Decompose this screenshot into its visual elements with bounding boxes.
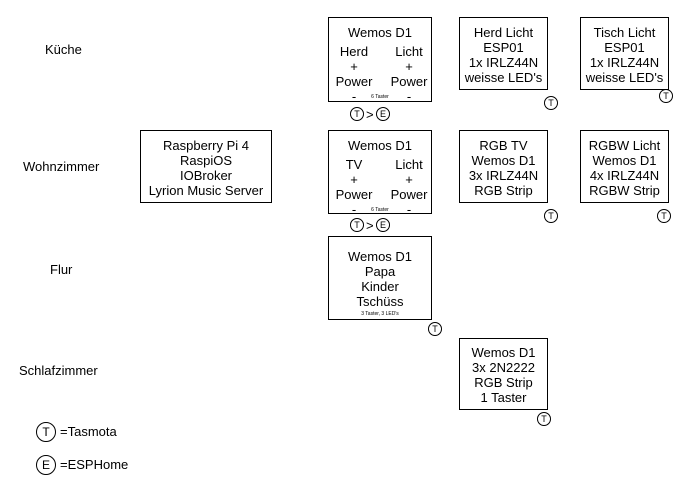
legend-esphome-label: =ESPHome (60, 457, 129, 472)
wohn-wemos-title: Wemos D1 (347, 138, 413, 153)
tasmota-badge: T (657, 209, 671, 223)
tisch-licht-line: weisse LED's (585, 70, 664, 85)
flur-wemos-line: Tschüss (356, 294, 404, 309)
legend-tasmota-label: =Tasmota (60, 424, 117, 439)
tasmota-badge: T (544, 96, 558, 110)
kueche-wemos-title: Wemos D1 (347, 25, 413, 40)
tisch-licht-box: Tisch Licht ESP01 1x IRLZ44N weisse LED'… (580, 17, 669, 90)
room-label-schlafzimmer: Schlafzimmer (19, 363, 98, 378)
rgbw-licht-line: 4x IRLZ44N (589, 168, 660, 183)
esphome-badge: E (376, 107, 390, 121)
tasmota-badge: T (350, 107, 364, 121)
kueche-wemos-note: 6 Taster (371, 94, 389, 100)
rgb-tv-box: RGB TV Wemos D1 3x IRLZ44N RGB Strip (459, 130, 548, 203)
rgbw-licht-line: RGBW Licht (588, 138, 661, 153)
tasmota-badge: T (350, 218, 364, 232)
flur-wemos-box: Wemos D1 Papa Kinder Tschüss 3 Taster, 3… (328, 236, 432, 320)
herd-licht-box: Herd Licht ESP01 1x IRLZ44N weisse LED's (459, 17, 548, 90)
tisch-licht-line: ESP01 (604, 40, 645, 55)
schlaf-wemos-line: 1 Taster (480, 390, 527, 405)
wohn-wemos-note: 6 Taster (371, 207, 389, 213)
schlaf-wemos-box: Wemos D1 3x 2N2222 RGB Strip 1 Taster (459, 338, 548, 410)
wohn-switch-licht: Licht+Power- (390, 157, 428, 217)
kueche-wemos-box: Wemos D1 Herd+Power- Licht+Power- 6 Tast… (328, 17, 432, 104)
rgbw-licht-line: RGBW Strip (589, 183, 660, 198)
rgbw-licht-box: RGBW Licht Wemos D1 4x IRLZ44N RGBW Stri… (580, 130, 669, 203)
room-label-wohnzimmer: Wohnzimmer (23, 159, 100, 174)
server-line: RaspiOS (179, 153, 233, 168)
flur-wemos-line: Kinder (361, 279, 399, 294)
server-line: Raspberry Pi 4 (163, 138, 249, 153)
legend-tasmota-icon: T (36, 422, 56, 442)
tasmota-badge: T (659, 89, 673, 103)
server-line: Lyrion Music Server (148, 183, 264, 198)
migration-arrow: > (366, 107, 374, 122)
flur-wemos-line: Wemos D1 (347, 249, 413, 264)
tasmota-badge: T (428, 322, 442, 336)
migration-arrow: > (366, 218, 374, 233)
schlaf-wemos-line: Wemos D1 (471, 345, 536, 360)
wohn-wemos-box: Wemos D1 TV+Power- Licht+Power- 6 Taster (328, 130, 432, 217)
herd-licht-line: 1x IRLZ44N (468, 55, 539, 70)
rgbw-licht-line: Wemos D1 (592, 153, 657, 168)
rgb-tv-line: RGB TV (479, 138, 528, 153)
tisch-licht-line: Tisch Licht (593, 25, 656, 40)
tasmota-badge: T (544, 209, 558, 223)
herd-licht-line: Herd Licht (473, 25, 534, 40)
room-label-flur: Flur (50, 262, 73, 277)
rgb-tv-line: RGB Strip (474, 183, 533, 198)
rgb-tv-line: 3x IRLZ44N (468, 168, 539, 183)
herd-licht-line: ESP01 (483, 40, 524, 55)
schlaf-wemos-line: RGB Strip (474, 375, 533, 390)
room-label-kueche: Küche (45, 42, 82, 57)
schlaf-wemos-line: 3x 2N2222 (472, 360, 535, 375)
tisch-licht-line: 1x IRLZ44N (589, 55, 660, 70)
esphome-badge: E (376, 218, 390, 232)
rgb-tv-line: Wemos D1 (471, 153, 536, 168)
herd-licht-line: weisse LED's (464, 70, 543, 85)
tasmota-badge: T (537, 412, 551, 426)
wohn-switch-tv: TV+Power- (335, 157, 373, 217)
server-box: Raspberry Pi 4 RaspiOS IOBroker Lyrion M… (140, 130, 272, 203)
legend-esphome-icon: E (36, 455, 56, 475)
kueche-switch-herd: Herd+Power- (335, 44, 373, 104)
kueche-switch-licht: Licht+Power- (390, 44, 428, 104)
flur-wemos-note: 3 Taster, 3 LED's (361, 311, 399, 317)
flur-wemos-line: Papa (364, 264, 396, 279)
server-line: IOBroker (179, 168, 232, 183)
